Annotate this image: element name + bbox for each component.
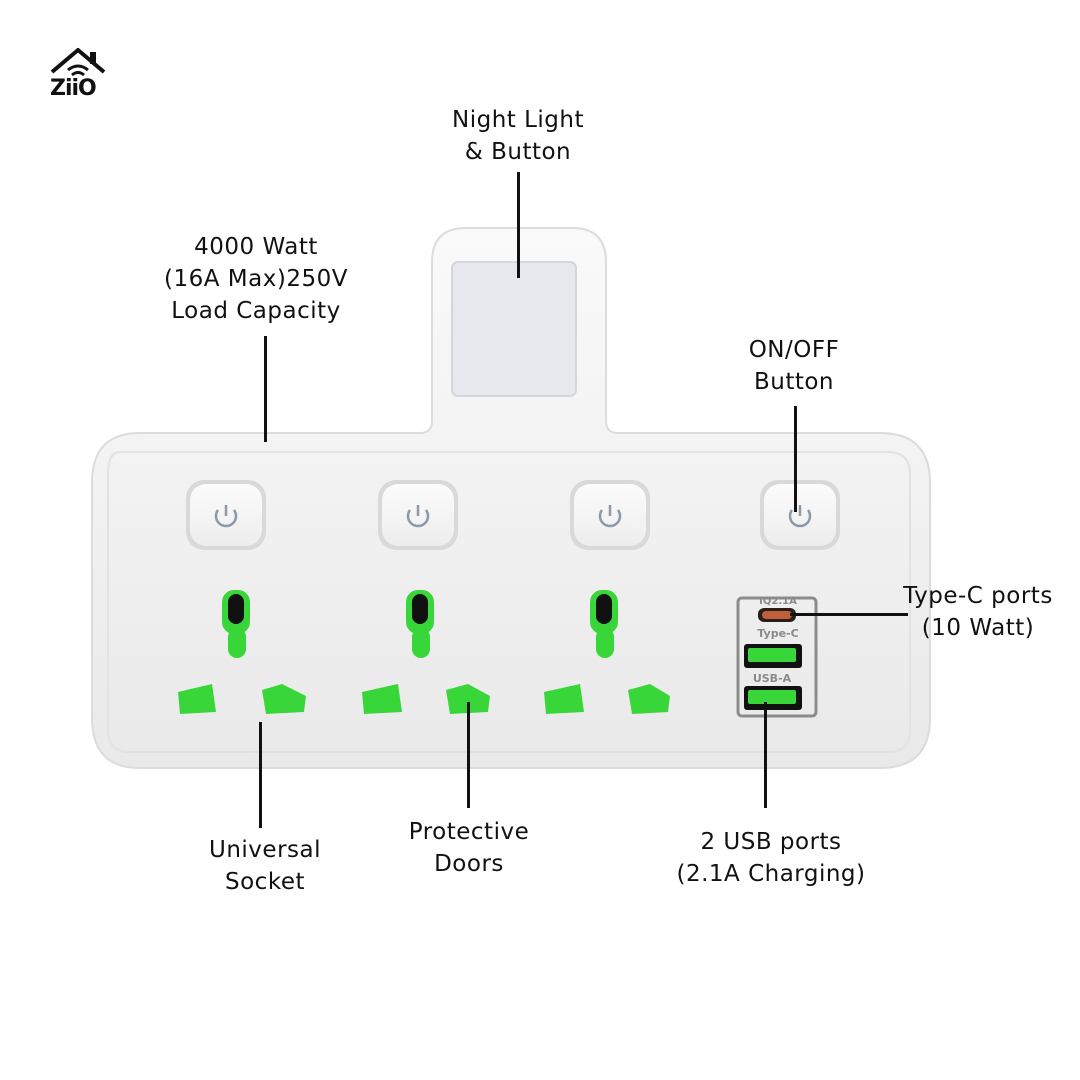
callout-line-1: Night Light [452,107,584,133]
switch-button-3[interactable] [570,480,650,550]
protective-doors-callout: Protective Doors [364,816,574,880]
universal-socket-callout: Universal Socket [160,834,370,898]
callout-line-2: (2.1A Charging) [676,861,866,887]
universal-socket-1[interactable] [178,590,306,714]
callout-line-2: (16A Max)250V [164,266,348,292]
universal-socket-callout-line [259,722,262,828]
callout-line-2: (10 Watt) [921,615,1035,641]
night-light-panel[interactable] [451,261,577,397]
callout-line-1: Universal [209,837,321,863]
universal-socket-2[interactable] [362,590,490,714]
brand-logo: ZiiO [46,46,110,106]
callout-line-1: Type-C ports [903,583,1053,609]
switch-button-master[interactable] [760,480,840,550]
load-capacity-callout: 4000 Watt (16A Max)250V Load Capacity [136,231,376,327]
usb-panel: IQ2.1A Type-C USB-A [736,596,818,718]
usb-panel-label: IQ2.1A [759,596,797,607]
switch-button-1[interactable] [186,480,266,550]
callout-line-2: Socket [225,869,305,895]
callout-line-2: Button [753,369,835,395]
load-capacity-callout-line [264,336,267,442]
universal-socket-3[interactable] [544,590,670,714]
callout-line-1: 4000 Watt [194,234,318,260]
usb-ports-callout-line [764,702,767,808]
on-off-callout: ON/OFF Button [694,334,894,398]
callout-line-1: ON/OFF [748,337,840,363]
callout-line-3: Load Capacity [171,298,341,324]
on-off-callout-line [794,406,797,512]
night-light-callout: Night Light & Button [398,104,638,168]
callout-line-1: 2 USB ports [700,829,842,855]
strip-body [91,227,931,769]
house-wifi-icon [50,48,106,77]
type-c-callout: Type-C ports (10 Watt) [878,580,1078,644]
switch-button-2[interactable] [378,480,458,550]
usb-ports-callout: 2 USB ports (2.1A Charging) [640,826,902,890]
type-c-callout-line [790,613,908,616]
callout-line-2: Doors [434,851,504,877]
typec-port-label: Type-C [757,627,798,640]
logo-text: ZiiO [50,76,97,101]
callout-line-2: & Button [464,139,572,165]
callout-line-1: Protective [408,819,530,845]
night-light-callout-line [517,172,520,278]
usba-port-label: USB-A [753,672,792,685]
protective-doors-callout-line [467,702,470,808]
